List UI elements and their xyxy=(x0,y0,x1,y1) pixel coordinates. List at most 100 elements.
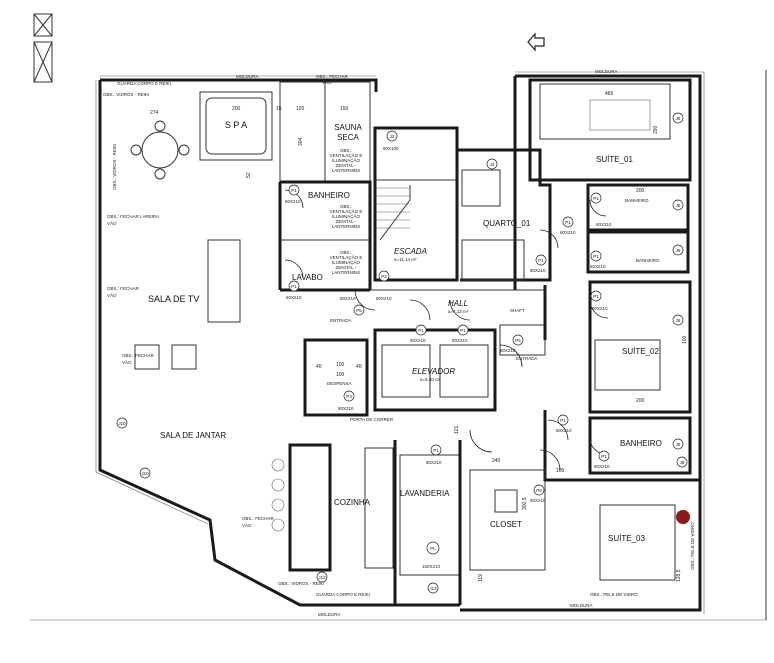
note-vao-tv: VÃO xyxy=(107,292,117,298)
window-tag: J6 xyxy=(672,314,684,326)
note-moldura-bottom-right: MOLDURA xyxy=(570,603,593,608)
note-guarda-bottom: GUARDA CORPO E REIKI xyxy=(316,592,370,597)
svg-text:J12: J12 xyxy=(318,575,326,580)
svg-text:P1: P1 xyxy=(291,188,297,193)
svg-text:P6: P6 xyxy=(536,488,542,493)
svg-text:P1: P1 xyxy=(418,328,424,333)
note-shaft: SHAFT xyxy=(510,308,525,313)
svg-text:J5: J5 xyxy=(676,248,681,253)
note-entrada-right: ENTRADA xyxy=(516,356,538,361)
note-obs-vidros-bottom: OBS.: VIDROS - REIKI xyxy=(278,581,324,586)
room-label-escada: ESCADA xyxy=(394,247,427,256)
area-escada: a=11,14 m² xyxy=(394,257,417,262)
dim-120: 120 xyxy=(296,106,305,112)
room-label-suite-03: SUÍTE_03 xyxy=(608,534,645,543)
dim-100d: 100 xyxy=(556,468,565,474)
marker-dot xyxy=(676,510,690,524)
dim-40b: 40 xyxy=(356,364,362,370)
room-label-lavabo: LAVABO xyxy=(292,273,323,282)
note-obs-fechar-lareira: OBS.: FECHAR LAREIRA xyxy=(107,214,159,219)
note-porta-correr: PORTA DE CORRER xyxy=(350,417,394,422)
door-tag: P1 xyxy=(590,192,602,204)
door-tag: P5 xyxy=(353,304,365,316)
door-tag: P1 xyxy=(288,184,300,196)
pl-tag: PL xyxy=(426,541,440,555)
area-hall: a=7,12 m² xyxy=(448,309,469,314)
note-obs-vidros-top: OBS.: VIDROS - REIKI xyxy=(103,92,149,97)
dim-150: 150 xyxy=(340,106,349,112)
note-guarda-top: GUARDA CORPO E REIKI xyxy=(117,81,171,86)
room-label-banheiro-s2: BANHEIRO xyxy=(620,439,662,448)
dim-100: 100 xyxy=(336,362,345,368)
window-tag: J10 xyxy=(116,417,128,429)
room-label-suite-02: SUÍTE_02 xyxy=(622,347,659,356)
room-label-banheiro-q1: BANHEIRO xyxy=(636,258,660,263)
door-tag: P1 xyxy=(562,216,574,228)
note-obs-fechar-top: OBS.: FECHAR xyxy=(316,74,349,79)
door-tag: P1 xyxy=(415,324,427,336)
door-size-lavabo: 60X210 xyxy=(286,295,302,300)
door-tag: P6 xyxy=(533,484,545,496)
svg-text:J2: J2 xyxy=(390,134,395,139)
dim-300-5: 300,5 xyxy=(522,497,528,510)
svg-text:J4: J4 xyxy=(490,162,495,167)
svg-text:J5: J5 xyxy=(676,116,681,121)
svg-text:J10: J10 xyxy=(141,471,149,476)
room-label-spa: S P A xyxy=(225,120,247,130)
room-label-despensa: DESPENSA xyxy=(327,381,352,386)
door-size-hall-a: 80X210 xyxy=(410,338,426,343)
door-size-p6: 80X210 xyxy=(530,498,546,503)
svg-text:P5: P5 xyxy=(515,338,521,343)
door-tag: P1 xyxy=(457,324,469,336)
dim-40: 40 xyxy=(316,364,322,370)
window-size-j13: 150X210 xyxy=(422,564,441,569)
window-tag: J13 xyxy=(427,582,439,594)
room-label-banheiro-s1: BANHEIRO xyxy=(625,198,649,203)
door-size-p5-right: 80X210 xyxy=(500,348,516,353)
svg-text:J6: J6 xyxy=(676,318,681,323)
door-size-s3: 80X210 xyxy=(556,428,572,433)
area-elevador: a=5,40 m² xyxy=(420,377,441,382)
room-label-suite-01: SUÍTE_01 xyxy=(596,155,633,164)
note-obs-vidros-side: OBS.: VIDROS - REIKI xyxy=(112,144,117,190)
dim-121: 121 xyxy=(454,425,460,434)
door-size-banheiro: 60X210 xyxy=(285,199,301,204)
note-moldura-top-right: MOLDURA xyxy=(595,69,618,74)
svg-text:P1: P1 xyxy=(560,418,566,423)
dim-304: 304 xyxy=(298,137,304,146)
dim-465: 465 xyxy=(605,91,614,97)
window-tag: J10 xyxy=(139,467,151,479)
dim-200: 200 xyxy=(232,106,241,112)
room-label-lavanderia: LAVANDERIA xyxy=(400,489,450,498)
door-tag: P1 xyxy=(598,450,610,462)
dim-290: 290 xyxy=(653,125,659,134)
window-tag: J8 xyxy=(676,456,688,468)
note-obs-fechar-tv: OBS.: FECHAR xyxy=(107,286,140,291)
door-size-hall-b: 80X210 xyxy=(452,338,468,343)
door-size-lav: 80X210 xyxy=(426,460,442,465)
svg-text:P1: P1 xyxy=(538,258,544,263)
dim-200c: 200 xyxy=(636,398,645,404)
svg-text:P1: P1 xyxy=(460,328,466,333)
room-label-closet: CLOSET xyxy=(490,520,522,529)
door-tag: P1 xyxy=(557,414,569,426)
svg-text:J5: J5 xyxy=(676,203,681,208)
window-tag: J5 xyxy=(672,112,684,124)
svg-text:P1: P1 xyxy=(593,294,599,299)
note-vao-cozinha: VÃO xyxy=(242,522,252,528)
dim-128-5: 128,5 xyxy=(676,569,682,582)
dim-100c: 100 xyxy=(682,335,688,344)
door-size-q1: 80X210 xyxy=(530,268,546,273)
window-tag: J2 xyxy=(386,130,398,142)
room-label-sala-tv: SALA DE TV xyxy=(148,294,199,304)
svg-text:P2: P2 xyxy=(381,274,387,279)
room-label-hall: HALL xyxy=(448,299,468,308)
note-obs-fechar-tv2: OBS.: FECHAR xyxy=(122,353,155,358)
note-moldura-top-left: MOLDURA xyxy=(236,74,259,79)
room-label-cozinha: COZINHA xyxy=(334,498,371,507)
note-ventilacao-2: OBS.: VENTILAÇÃO E ILUMINAÇÃO ZENITAL - … xyxy=(330,204,363,229)
svg-text:J10: J10 xyxy=(118,421,126,426)
door-tag: P1 xyxy=(430,444,442,456)
door-size-b1: 60X210 xyxy=(596,222,612,227)
